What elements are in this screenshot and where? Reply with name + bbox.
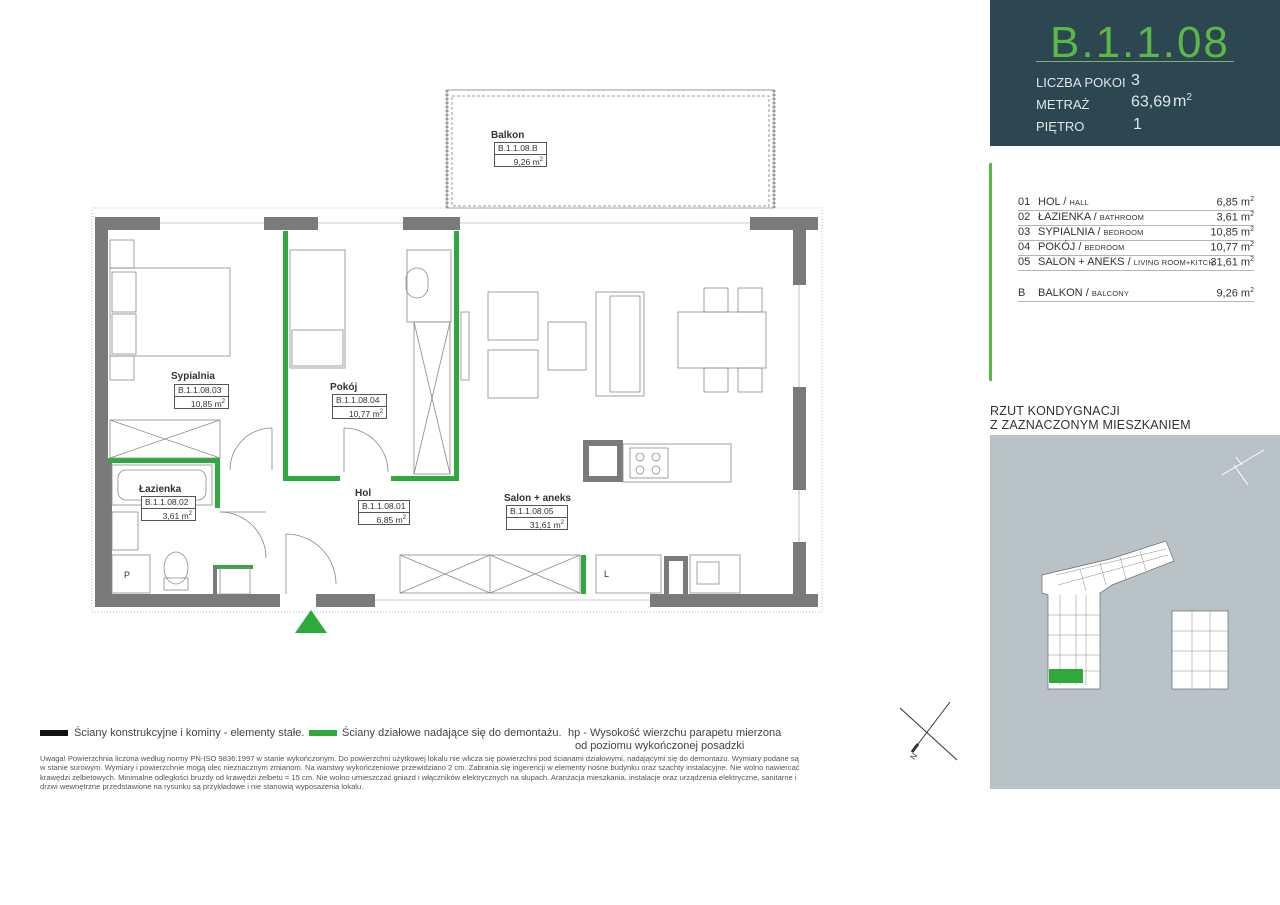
legend-hp-text-2: od poziomu wykończonej posadzki [575,740,745,752]
door-swings [219,427,389,594]
room-list-item: 05 SALON + ANEKS / LIVING ROOM+KITCH. 31… [1018,255,1254,271]
demountable-walls [108,231,586,594]
floor-value: 1 [1133,116,1142,133]
room-list-item: 04 POKÓJ / BEDROOM 10,77 m2 [1018,240,1254,256]
living-furniture [487,287,767,399]
bathroom-name: Łazienka [139,484,182,495]
bedroom-furniture [109,239,231,459]
bedroom-label-box: B.1.1.08.03 10,85 m2 [174,384,229,409]
floor-plan [91,89,950,700]
keyplan [990,435,1280,789]
room-list-item: 01 HOL / HALL 6,85 m2 [1018,195,1254,211]
area-label: METRAŻ [1036,97,1090,112]
legend-partition-text: Ściany działowe nadające się do demontaż… [342,727,562,739]
kitchen-island [583,440,732,483]
bathroom-p-marker: P [124,570,131,580]
entrance-arrow-icon [295,610,327,633]
keyplan-compass-icon [1221,449,1265,486]
bathroom-label-box: B.1.1.08.02 3,61 m2 [141,496,196,521]
pokoj-label-box: B.1.1.08.04 10,77 m2 [332,394,387,419]
disclaimer-note: Uwaga! Powierzchnia liczona według normy… [40,754,800,792]
legend-partition-swatch [309,730,337,736]
balcony-name: Balkon [491,130,525,141]
bedroom-name: Sypialnia [171,371,215,382]
room-list-accent-bar [989,163,992,381]
legend-structural-text: Ściany konstrukcyjne i kominy - elementy… [74,727,305,739]
room-list-item: 02 ŁAZIENKA / BATHROOM 3,61 m2 [1018,210,1254,226]
room-name-pokoj: Pokój [330,382,358,393]
balcony-label-box: B.1.1.08.B 9,26 m2 [494,142,547,167]
unit-code-underline [1036,61,1234,62]
hall-label-box: B.1.1.08.01 6,85 m2 [358,500,410,525]
bathroom-fixtures [111,464,251,595]
living-room-name: Salon + aneks [504,493,571,504]
north-arrow-icon [899,701,958,761]
rooms-count-value: 3 [1131,72,1140,89]
legend-structural-swatch [40,730,68,736]
floor-label: PIĘTRO [1036,119,1085,134]
living-room-label-box: B.1.1.08.05 31,61 m2 [506,505,568,530]
kitchen-counter [399,554,741,594]
balcony-outline [445,89,776,209]
keyplan-title: RZUT KONDYGNACJI Z ZAZNACZONYM MIESZKANI… [990,404,1191,432]
unit-code: B.1.1.08 [1050,18,1230,67]
room-list-item: 03 SYPIALNIA / BEDROOM 10,85 m2 [1018,225,1254,241]
room-furniture [289,249,470,475]
legend-hp-text: hp - Wysokość wierzchu parapetu mierzona [568,727,782,739]
keyplan-selected-unit [1049,669,1083,683]
room-list-item-balcony: B BALKON / BALCONY 9,26 m2 [1018,286,1254,302]
hall-name: Hol [355,488,372,499]
rooms-count-label: LICZBA POKOI [1036,75,1126,90]
kitchen-l-marker: L [604,569,610,579]
unit-header-panel [990,0,1280,146]
keyplan-drawing [1041,449,1265,690]
